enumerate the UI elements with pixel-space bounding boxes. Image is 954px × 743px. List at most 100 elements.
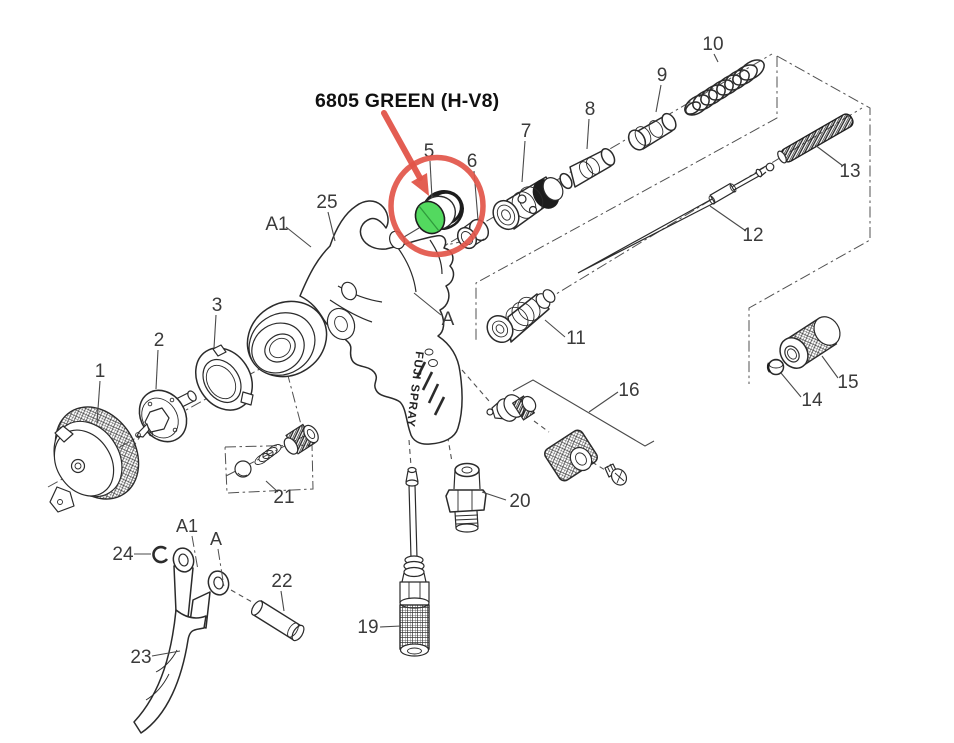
cap-green-face: [414, 200, 446, 235]
boundary-right: [748, 55, 871, 384]
highlight-arrow-shaft: [381, 110, 423, 181]
part-9-piston: [627, 112, 677, 151]
pivot-boss: [326, 307, 356, 341]
cap-tick-line: [403, 227, 420, 238]
connector-16b: [533, 420, 550, 433]
ball-shade: [237, 472, 248, 477]
part-7-air-valve: [492, 176, 564, 231]
svg-text:24: 24: [112, 544, 134, 565]
label-23: 23: [130, 647, 181, 668]
fitting-hex: [445, 489, 487, 513]
aircap-orifice-inner: [74, 462, 82, 470]
set-screw: [604, 463, 628, 486]
label-19: 19: [357, 617, 402, 638]
label-a1-low: A1: [176, 516, 199, 571]
label-10: 10: [702, 34, 724, 63]
valve-face: [492, 199, 520, 231]
part-1-air-cap: [49, 406, 140, 513]
label-a1-top: A1: [265, 214, 312, 248]
nozzle-shank-end: [187, 390, 197, 402]
label-15: 15: [821, 355, 859, 393]
label-14: 14: [780, 372, 823, 411]
svg-text:5: 5: [424, 141, 435, 162]
ring-ear: [240, 391, 254, 406]
svg-text:14: 14: [801, 390, 823, 411]
group21-box: [224, 444, 314, 494]
valve-hole2: [528, 205, 538, 215]
connector-16: [461, 369, 490, 402]
needle-ball-end: [765, 162, 775, 172]
svg-text:3: 3: [212, 295, 223, 316]
packing-face: [486, 314, 514, 344]
ring-tab: [212, 344, 227, 357]
svg-text:A: A: [442, 309, 455, 330]
label-1: 1: [95, 361, 106, 424]
svg-text:6: 6: [467, 151, 478, 172]
gun-body-outline: [299, 200, 463, 445]
svg-text:25: 25: [316, 192, 337, 213]
nozzle-hex: [144, 407, 170, 433]
fitting-top: [454, 462, 480, 478]
svg-text:A1: A1: [176, 516, 198, 536]
part-22-pin: [250, 600, 305, 642]
label-11: 11: [544, 319, 586, 349]
part-14-nut: [766, 358, 785, 376]
connector-19: [408, 439, 412, 467]
ball: [234, 460, 252, 478]
aircap-horn-top: [54, 425, 74, 443]
svg-text:13: 13: [839, 161, 860, 182]
body-to-group21-line: [286, 371, 304, 433]
connector-knurl: [399, 604, 430, 650]
label-24: 24: [112, 544, 151, 565]
svg-text:21: 21: [273, 487, 294, 508]
clip-shape: [152, 545, 169, 564]
callout-title: 6805 GREEN (H-V8): [315, 90, 499, 112]
svg-text:10: 10: [702, 34, 723, 55]
highlight-circle: [388, 154, 486, 258]
svg-text:8: 8: [585, 99, 596, 120]
pivot-hole: [334, 315, 348, 333]
part-2-fluid-nozzle: [135, 389, 197, 443]
grip-screw2: [428, 359, 438, 367]
svg-text:A1: A1: [265, 214, 288, 235]
trigger-blade: [133, 609, 207, 734]
aircap-horn-bottom: [49, 486, 75, 513]
valve-stem: [486, 394, 537, 422]
cap-face-highlight: [418, 205, 440, 232]
part-15-knurled-nut: [779, 316, 841, 369]
part-21-group: [234, 423, 319, 478]
svg-text:16: 16: [618, 380, 639, 401]
svg-text:1: 1: [95, 361, 106, 382]
svg-text:23: 23: [130, 647, 151, 668]
head-boss-thread-hole: [264, 333, 296, 363]
svg-text:9: 9: [657, 65, 668, 86]
knurled-thumb-nut: [544, 429, 598, 482]
svg-text:19: 19: [357, 617, 378, 638]
part-24-clip: [152, 545, 169, 564]
aircap-horn-hole: [57, 499, 63, 505]
label-13: 13: [814, 144, 861, 182]
body-detail1: [329, 299, 373, 323]
grip-screw1: [424, 348, 434, 356]
part-23-trigger: [133, 547, 230, 734]
label-a-low: A: [210, 529, 225, 588]
label-3: 3: [212, 295, 223, 349]
labels: 1 2 3 25 A1 5 6 7 8 9 10 13 12 11 A 14 1…: [95, 34, 861, 668]
gun-body: FUJI SPRAY: [246, 200, 463, 445]
nozzle-tip: [135, 432, 141, 438]
aircap-orifice: [70, 458, 86, 474]
part-13-coil-spring: [777, 113, 854, 164]
svg-text:2: 2: [154, 330, 165, 351]
svg-text:22: 22: [271, 571, 292, 592]
valve-hole1: [517, 194, 527, 204]
part-5-green-cap: [403, 190, 464, 238]
label-22: 22: [271, 571, 293, 612]
highlight-annotation: 6805 GREEN (H-V8): [315, 90, 499, 258]
svg-text:11: 11: [566, 328, 586, 349]
highlight-arrow-head: [411, 173, 429, 196]
body-detail3: [397, 247, 417, 293]
svg-text:15: 15: [837, 372, 858, 393]
label-a-mid: A: [413, 292, 455, 330]
head-boss-thread-inner: [269, 337, 291, 359]
